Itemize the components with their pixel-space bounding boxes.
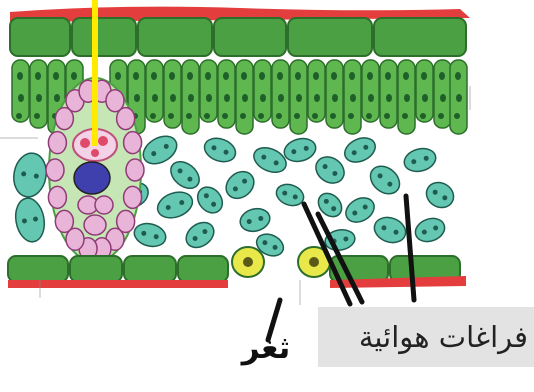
spongy-cell <box>181 217 218 252</box>
spongy-cell <box>10 151 49 200</box>
xylem-vessel <box>74 162 110 194</box>
spongy-cell <box>282 135 319 165</box>
spongy-cell <box>201 134 239 166</box>
spongy-cell <box>193 182 228 218</box>
spongy-cell <box>132 220 169 250</box>
palisade-cell <box>362 60 379 122</box>
palisade-cell <box>218 60 235 128</box>
palisade-cell <box>164 60 181 128</box>
spongy-cell <box>250 143 290 177</box>
spongy-cell <box>342 193 379 227</box>
palisade-cell <box>398 60 415 134</box>
spongy-cell <box>402 145 439 175</box>
palisade-cell <box>254 60 271 122</box>
palisade-cell <box>12 60 29 122</box>
palisade-cell <box>450 60 467 134</box>
palisade-cell <box>380 60 397 128</box>
spongy-cell <box>12 196 47 244</box>
spongy-cell <box>341 133 379 166</box>
palisade-cell <box>290 60 307 134</box>
spongy-cell <box>412 215 448 246</box>
spongy-cell <box>422 178 458 213</box>
spongy-cell <box>238 205 273 234</box>
palisade-cell <box>182 60 199 134</box>
palisade-cell <box>272 60 289 128</box>
spongy-cell <box>273 181 306 209</box>
air-spaces-label-box: فراغات هوائية <box>318 307 534 367</box>
air-spaces-label: فراغات هوائية <box>359 320 534 354</box>
stoma-label: ثغر <box>236 330 296 390</box>
palisade-cell <box>434 60 451 128</box>
palisade-cell <box>308 60 325 122</box>
palisade-cell <box>236 60 253 134</box>
spongy-cell <box>221 166 259 204</box>
spongy-cell <box>365 161 405 200</box>
palisade-cell <box>30 60 47 128</box>
lower-cuticle <box>8 280 228 288</box>
upper-epidermis <box>10 18 466 56</box>
palisade-cell <box>416 60 433 122</box>
palisade-cell <box>146 60 163 122</box>
spongy-cell <box>154 188 196 223</box>
palisade-cell <box>326 60 343 128</box>
palisade-cell <box>344 60 361 134</box>
spongy-cell <box>311 152 349 189</box>
spongy-cell <box>371 213 409 246</box>
spongy-cell <box>166 156 205 193</box>
palisade-cell <box>200 60 217 122</box>
